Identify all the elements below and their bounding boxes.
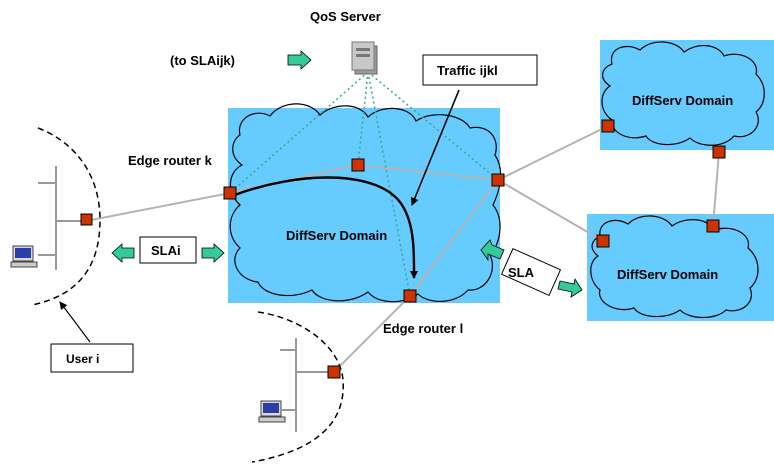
edge-router-k-label: Edge router k xyxy=(128,153,213,168)
main-diffserv-domain: DiffServ Domain xyxy=(228,103,502,303)
user-i-pointer xyxy=(59,301,91,343)
router-top-right-domain-left xyxy=(601,119,615,133)
sla-arrows xyxy=(111,50,583,298)
sla-up-arrow xyxy=(480,239,505,262)
sla-i-right-arrow xyxy=(201,243,225,263)
top-right-domain-label: DiffServ Domain xyxy=(632,93,733,108)
router-lower-user xyxy=(327,365,341,379)
sla-box xyxy=(500,247,562,297)
top-right-domain-cloud xyxy=(601,41,765,146)
user-i-label: User i xyxy=(66,352,99,366)
router-bottom-right-domain-left xyxy=(596,234,610,248)
link-router-right-to-router-l xyxy=(409,179,499,297)
link-router-top-to-router-right xyxy=(357,164,499,181)
qos-link-router-right xyxy=(367,71,499,181)
qos-server-icon xyxy=(351,41,378,75)
user-i-boundary xyxy=(31,127,101,306)
traffic-label: Traffic ijkl xyxy=(437,63,498,78)
link-between-right-domains xyxy=(712,151,720,227)
keyboard xyxy=(10,261,38,268)
router-user-i xyxy=(80,213,93,226)
traffic-path-arrow xyxy=(231,176,419,279)
link-user-i-to-router-k xyxy=(85,192,231,222)
routers xyxy=(80,119,726,379)
monitor-screen xyxy=(15,248,31,258)
top-right-domain-panel xyxy=(600,40,774,150)
sla-i-left-arrow xyxy=(111,243,135,263)
user-i-computer-icon xyxy=(10,245,38,268)
lower-user-computer-icon xyxy=(258,400,286,423)
to-sla-label: (to SLAijk) xyxy=(170,53,235,68)
traffic-label-pointer xyxy=(410,89,460,206)
link-to-bottom-right-domain xyxy=(497,179,604,242)
user-i-label-box: User i xyxy=(50,343,134,373)
main-domain-panel xyxy=(228,108,500,303)
qos-server-sla-arrow xyxy=(287,50,312,70)
bottom-right-domain-label: DiffServ Domain xyxy=(617,267,718,282)
lower-user-boundary xyxy=(251,311,344,463)
main-domain-label: DiffServ Domain xyxy=(286,228,387,243)
traffic-box xyxy=(422,54,538,86)
server-bay-1 xyxy=(356,48,370,51)
user-i-box xyxy=(50,343,134,373)
sla-label-box: SLA xyxy=(500,247,562,297)
router-right xyxy=(491,173,505,187)
top-right-diffserv-domain: DiffServ Domain xyxy=(600,40,774,150)
link-to-top-right-domain xyxy=(497,125,609,181)
bottom-right-diffserv-domain: DiffServ Domain xyxy=(587,214,774,321)
qos-server-title: QoS Server xyxy=(310,9,381,24)
sla-down-arrow xyxy=(557,277,583,298)
monitor-screen xyxy=(263,403,279,413)
router-bottom-right-domain-top xyxy=(706,219,720,233)
traffic-label-box: Traffic ijkl xyxy=(422,54,538,86)
link-router-l-to-lower-user xyxy=(333,295,411,373)
edge-router-k xyxy=(223,186,237,200)
qos-server-links xyxy=(229,71,499,297)
sla-i-box xyxy=(139,236,197,264)
sla-i-label-box: SLAi xyxy=(139,236,197,264)
qos-link-router-top xyxy=(357,71,369,166)
user-i-network xyxy=(10,127,101,306)
bottom-right-domain-panel xyxy=(587,214,774,321)
qos-link-router-k xyxy=(229,71,369,194)
router-top-right-domain-bottom xyxy=(712,145,726,159)
sla-label: SLA xyxy=(508,265,535,280)
edge-router-l-label: Edge router l xyxy=(383,321,463,336)
bottom-right-domain-cloud xyxy=(590,215,759,319)
keyboard xyxy=(258,416,286,423)
server-bay-2 xyxy=(356,54,370,57)
edge-router-l xyxy=(403,289,417,303)
router-top xyxy=(351,158,365,172)
lower-user-network xyxy=(251,311,344,463)
sla-i-label: SLAi xyxy=(151,243,181,258)
